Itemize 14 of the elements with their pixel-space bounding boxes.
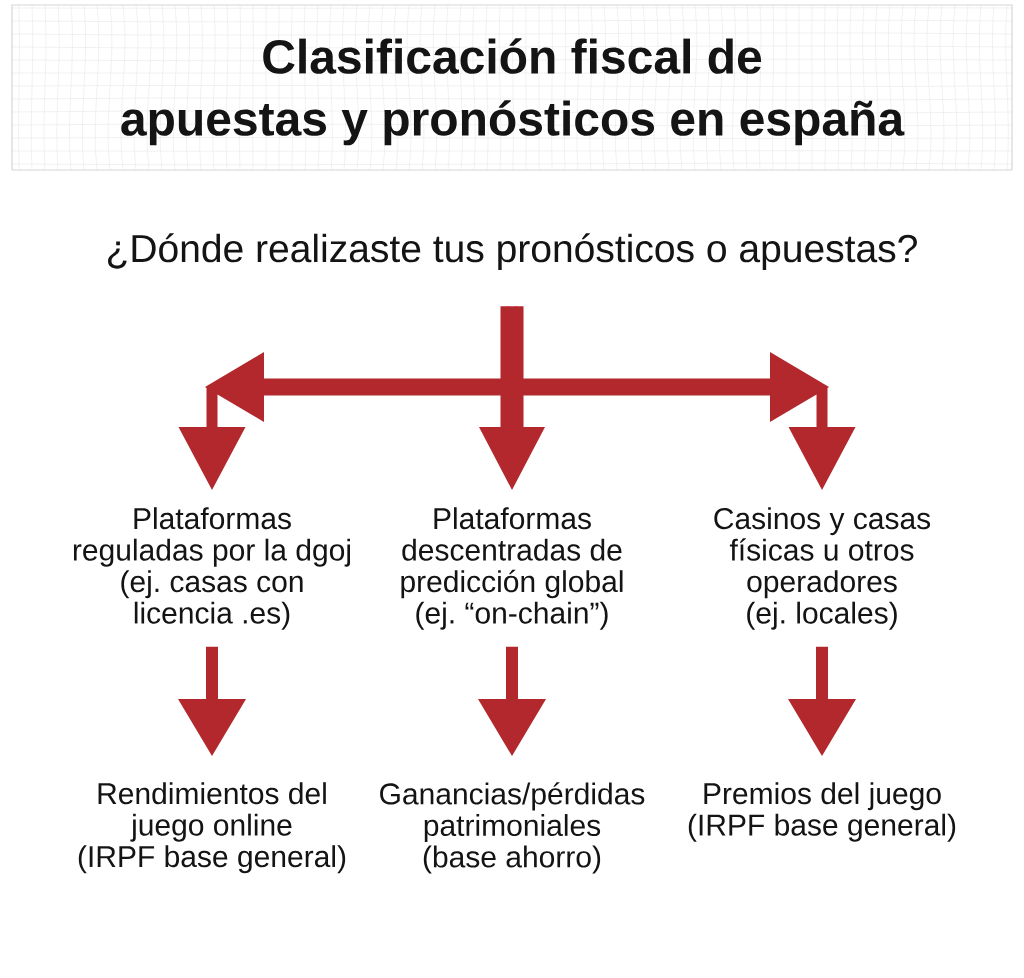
title-banner: Clasificación fiscal de apuestas y pronósticos en españa [11,4,1013,171]
category-text: Plataformas reguladas por la dgoj (ej. casas con licencia .es) [73,507,350,630]
arrow [515,306,856,490]
arrow [178,646,246,756]
arrow [478,646,546,756]
result-text: Rendimientos del juego online (IRPF base general) [78,782,346,874]
arrow [178,306,509,490]
result-text: Ganancias/pérdidas patrimoniales (base ahorro) [380,782,645,874]
question-text: ¿Dónde realizaste tus pronósticos o apuestas? [108,233,917,271]
category-text: Plataformas descentradas de predicción global (ej. “on-chain”) [401,507,623,630]
category-text: Casinos y casas físicas u otros operadores (ej. locales) [714,507,931,630]
arrow [479,306,545,490]
result-text: Premios del juego (IRPF base general) [688,782,956,842]
arrow [788,646,856,756]
